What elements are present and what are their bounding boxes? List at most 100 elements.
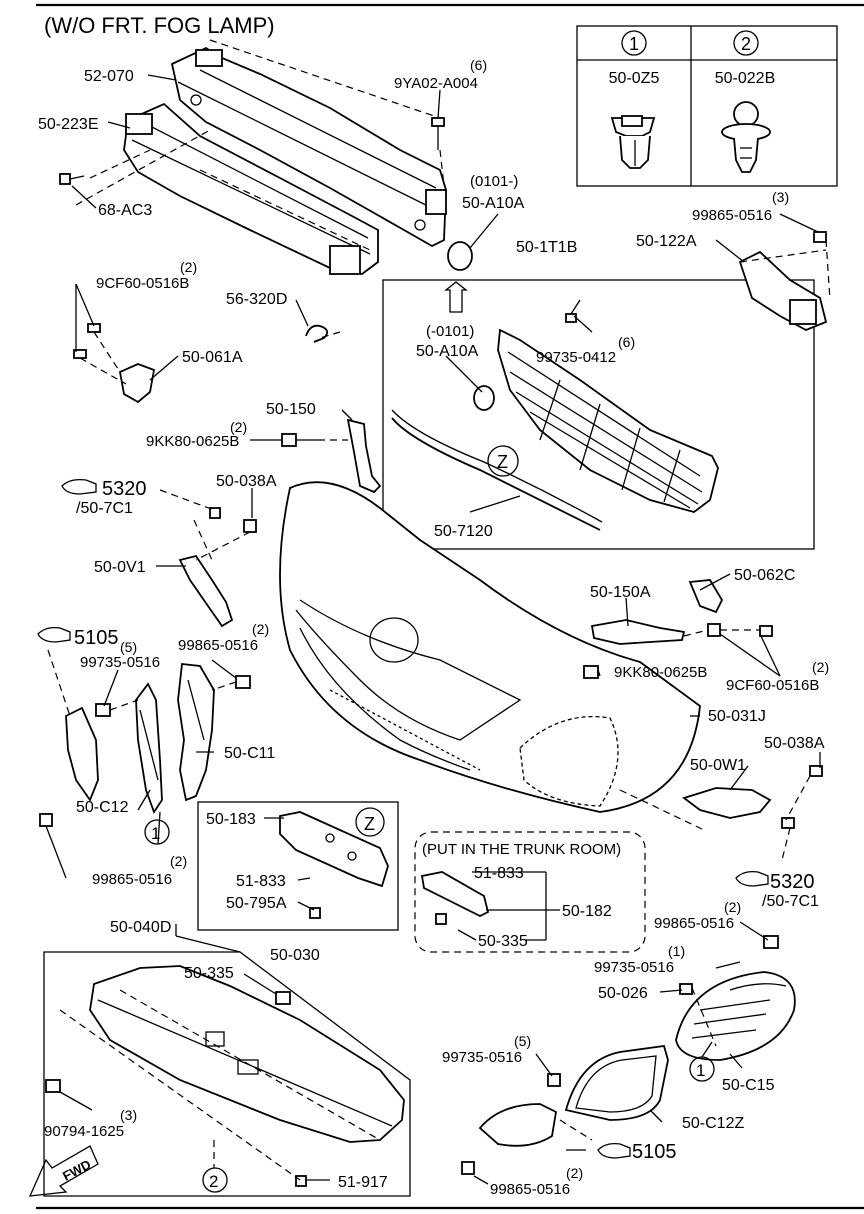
label-trunk-room: (PUT IN THE TRUNK ROOM): [422, 841, 621, 858]
clip-legend-table: 1 2 50-0Z5 50-022B: [576, 25, 838, 187]
label-50-a10a-grille: 50-A10A: [416, 343, 479, 360]
label-50-7c1-left: /50-7C1: [76, 500, 133, 517]
label-5105-right: 5105: [632, 1141, 677, 1163]
label-51-833-box: 51-833: [236, 873, 286, 890]
legend-part-1: 50-0Z5: [609, 70, 660, 87]
clip-50-0z5-drawing: [610, 115, 656, 169]
reference-pointer-icon-5105-left: [37, 626, 71, 643]
label-9kk80-0625b: 9KK80-0625B: [146, 433, 239, 450]
label-90794-qty: (3): [120, 1107, 137, 1123]
bolt-68-ac3: [59, 173, 85, 185]
label-50-030: 50-030: [270, 947, 320, 964]
circle-1-left: [144, 819, 170, 845]
label-50-7c1-right: /50-7C1: [762, 893, 819, 910]
label-52-070: 52-070: [84, 68, 134, 85]
label-50-031j: 50-031J: [708, 708, 766, 725]
label-51-833-trunk: 51-833: [474, 865, 524, 882]
legend-header-2: 2: [741, 34, 751, 54]
label-50-150: 50-150: [266, 401, 316, 418]
hook-56-320d: [305, 324, 329, 343]
fog-cover-50-c15: [675, 935, 796, 1061]
label-99865-mid-qty: (2): [252, 621, 269, 637]
label-9cf60-0516b-top: 9CF60-0516B: [96, 275, 189, 292]
label-99865-bl-qty: (2): [170, 853, 187, 869]
label-9cf60-0516b-b: 9CF60-0516B: [726, 677, 819, 694]
label-56-320d: 56-320D: [226, 291, 287, 308]
clip-50-022b-drawing: [721, 101, 771, 173]
legend-header-1: 1: [629, 34, 639, 54]
label-z-box: Z: [364, 814, 375, 834]
label-99735-0412-qty: (6): [618, 334, 635, 350]
label-50-122a: 50-122A: [636, 233, 697, 250]
label-50-c11: 50-C11: [224, 745, 275, 762]
label-50-795a: 50-795A: [226, 895, 287, 912]
label-circle-1-right: 1: [696, 1061, 705, 1080]
label-50-7120: 50-7120: [434, 523, 493, 540]
label-0101-top: (0101-): [470, 173, 518, 190]
label-circle-2-bottom: 2: [209, 1172, 218, 1191]
bracket-50-0w1: [682, 765, 823, 829]
legend-circle-2: [733, 30, 759, 56]
label-99865-0516-bl: 99865-0516: [92, 871, 172, 888]
bracket-50-062c: [688, 579, 773, 637]
label-50-335-cover: 50-335: [184, 965, 234, 982]
bumper-fascia-50-031j: [279, 481, 701, 813]
label-50-c12: 50-C12: [76, 799, 129, 816]
label-51-917: 51-917: [338, 1174, 388, 1191]
bumper-reinforcement-52-070: [170, 46, 447, 248]
bracket-50-122a: [738, 231, 828, 331]
label-50-335-trunk: 50-335: [478, 933, 528, 950]
z-view-marker-box: [355, 807, 385, 837]
label-99735-0412: 99735-0412: [536, 349, 616, 366]
label-50-150a: 50-150A: [590, 584, 651, 601]
label-99865-top-qty: (3): [772, 189, 789, 205]
label-99865-0516-top: 99865-0516: [692, 207, 772, 224]
label-circle-1-left: 1: [151, 824, 160, 843]
label-50-223e: 50-223E: [38, 116, 99, 133]
label-50-183: 50-183: [206, 811, 256, 828]
label-9kk80-0625b-b: 9KK80-0625B: [614, 664, 707, 681]
bolt-9ya02-a004: [431, 117, 445, 150]
grille-detail-box: [382, 279, 815, 550]
label-5320-left: 5320: [102, 478, 147, 500]
label-50-0w1: 50-0W1: [690, 757, 746, 774]
label-9kk80-qty: (2): [230, 419, 247, 435]
label-68-ac3: 68-AC3: [98, 202, 152, 219]
label-99735-0516-br1: 99735-0516: [594, 959, 674, 976]
reference-pointer-icon-5105-right: [597, 1142, 631, 1159]
label-50-182: 50-182: [562, 903, 612, 920]
label-50-1t1b: 50-1T1B: [516, 239, 577, 256]
label-50-0v1: 50-0V1: [94, 559, 146, 576]
label-50-038a-right: 50-038A: [764, 735, 825, 752]
reference-pointer-icon-5320-right: [735, 870, 769, 887]
label-99735-left-qty: (5): [120, 639, 137, 655]
label-99735-br5-qty: (5): [514, 1033, 531, 1049]
label-99865-0516-mid: 99865-0516: [178, 637, 258, 654]
label-50-c12z: 50-C12Z: [682, 1115, 744, 1132]
diagram-title: (W/O FRT. FOG LAMP): [44, 13, 275, 38]
leader-lines: [45, 74, 821, 1185]
label-50-062c: 50-062C: [734, 567, 795, 584]
bracket-50-061a: [73, 323, 156, 404]
bracket-50-150: [281, 418, 382, 494]
label-5320-right: 5320: [770, 871, 815, 893]
label-99735-0516-left: 99735-0516: [80, 654, 160, 671]
label-99865-bottom-qty: (2): [566, 1165, 583, 1181]
label-50-038a-left: 50-038A: [216, 473, 277, 490]
label-99735-br1-qty: (1): [668, 943, 685, 959]
lamp-bezel-50-c12: [65, 682, 163, 814]
label-99865-0516-bottom: 99865-0516: [490, 1181, 570, 1198]
bracket-50-0v1: [178, 507, 257, 628]
label-5105-left: 5105: [74, 627, 119, 649]
cap-50-a10a-top: [447, 241, 473, 271]
label-50-a10a-top: 50-A10A: [462, 195, 525, 212]
legend-circle-1: [621, 30, 647, 56]
label-99865-br-qty: (2): [724, 899, 741, 915]
assembly-dash-lines: [47, 39, 831, 1181]
fwd-arrow: FWD: [28, 1145, 99, 1197]
license-bracket-box: [197, 801, 399, 931]
label-50-026: 50-026: [598, 985, 648, 1002]
z-view-marker: [487, 445, 519, 477]
